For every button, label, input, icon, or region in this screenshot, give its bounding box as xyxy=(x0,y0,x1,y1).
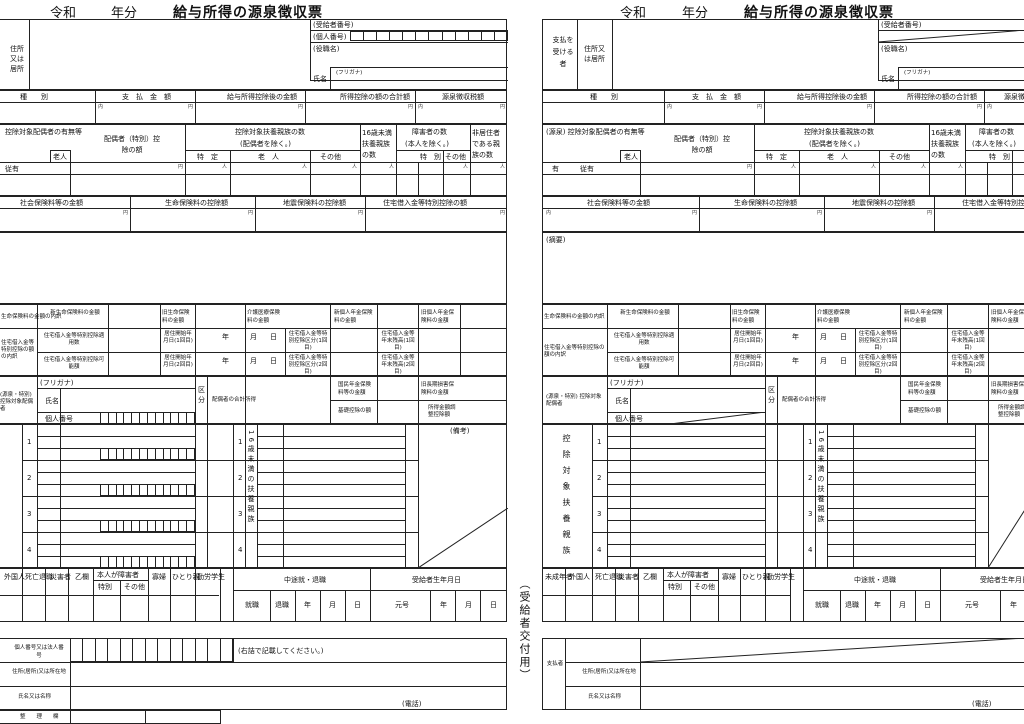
under16-vertical-label: 16歳未満の扶養親族 xyxy=(247,430,255,525)
year-label: 年分 xyxy=(111,6,138,21)
recipient-block xyxy=(0,19,507,90)
under16-label: 16歳未満扶養親族の数 xyxy=(362,129,392,159)
summary-label: (摘要) xyxy=(546,236,566,244)
dependents-note: (配偶者を除く。) xyxy=(240,140,291,148)
era-label: 令和 xyxy=(50,6,77,21)
withholding-slip-left: 令和 年分 給与所得の源泉徴収票 住所又は居所 (受給者番号) (個人番号) (… xyxy=(0,0,508,724)
breakdown-block xyxy=(0,304,507,376)
name-label: 氏名 xyxy=(313,75,327,83)
address-label: 住所又は居所 xyxy=(10,45,24,73)
corp-number-cells[interactable] xyxy=(70,638,233,662)
phone-label: (電話) xyxy=(402,700,422,708)
kind-header: 種 別 xyxy=(20,93,48,101)
disabled-label: 障害者の数 xyxy=(412,128,447,136)
furigana-label: (フリガナ) xyxy=(336,70,363,76)
status-block xyxy=(0,568,507,622)
summary-area-right[interactable] xyxy=(542,232,1024,304)
recipient-copy-stub: （受給者交付用） xyxy=(508,0,542,724)
personal-number-label: (個人番号) xyxy=(313,33,347,41)
personal-number-cells[interactable] xyxy=(350,31,508,41)
total-deduction-header: 所得控除の額の合計額 xyxy=(340,93,410,101)
withholding-slip-right: 令和 年分 給与所得の源泉徴収票 支払を受ける者 住所又は居所 (受給者番号) … xyxy=(542,0,1024,724)
dependents-row xyxy=(0,124,507,196)
form-title: 給与所得の源泉徴収票 xyxy=(173,5,323,21)
spouse-exists-label: 控除対象配偶者の有無等 xyxy=(5,128,82,136)
insurance-row xyxy=(0,196,507,232)
payer-label: 支払者 xyxy=(546,661,564,667)
nonresident-label: 非居住者である親族の数 xyxy=(472,129,500,159)
form-title-area-right: 令和 年分 給与所得の源泉徴収票 xyxy=(542,2,1024,21)
spouse-number-cells[interactable] xyxy=(100,412,195,424)
position-label: (役職名) xyxy=(313,45,340,53)
remarks-label: (備考) xyxy=(450,427,470,435)
amount-row xyxy=(0,90,507,124)
dependents-vertical-label: 控除対象扶養親族 xyxy=(562,434,571,562)
summary-area[interactable] xyxy=(0,232,507,304)
after-deduction-header: 給与所得控除後の金額 xyxy=(227,93,297,101)
spouse-special-label: 配偶者（特別）控除の額 xyxy=(104,135,160,154)
disabled-note: (本人を除く。) xyxy=(405,140,449,148)
dependents-label: 控除対象扶養親族の数 xyxy=(235,128,305,136)
recipient-number-label: (受給者番号) xyxy=(313,21,354,29)
recipient-copy-label: （受給者交付用） xyxy=(518,578,531,682)
form-title-right: 給与所得の源泉徴収票 xyxy=(744,5,894,21)
remarks-diagonal xyxy=(418,508,508,568)
form-title-area: 令和 年分 給与所得の源泉徴収票 xyxy=(0,2,508,21)
dependents-block xyxy=(0,424,507,568)
payment-header: 支 払 金 額 xyxy=(122,93,171,101)
withholding-header: 源泉徴収税額 xyxy=(442,93,484,101)
payer-block xyxy=(0,638,507,710)
right-align-note: (右詰で記載してください。) xyxy=(238,647,324,655)
payee-label: 支払を受ける者 xyxy=(552,36,574,68)
